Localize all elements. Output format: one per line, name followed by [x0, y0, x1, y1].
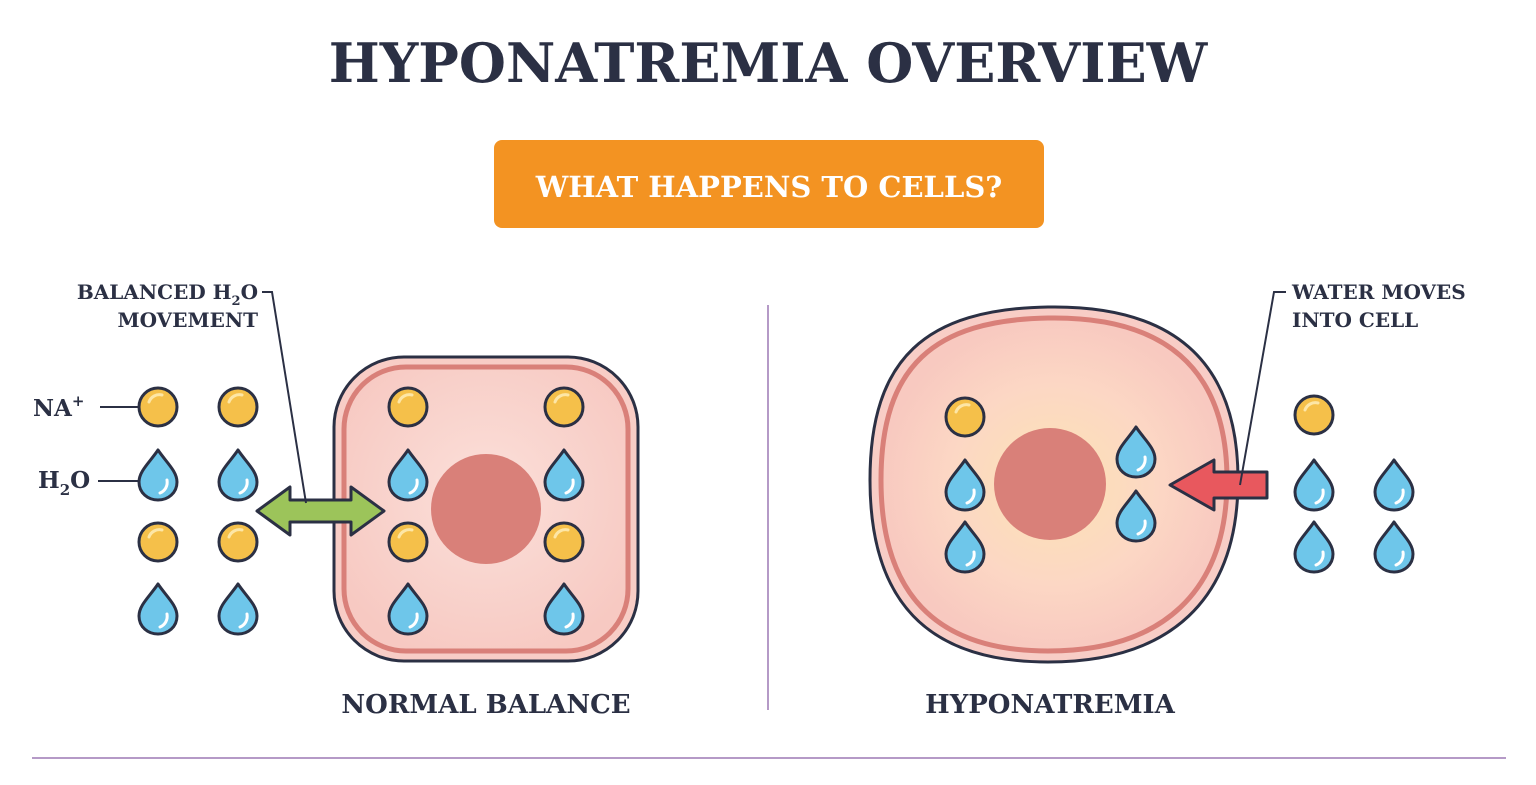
sodium-ion: [543, 521, 585, 563]
water-droplet: [137, 582, 179, 636]
callout-balanced-movement: BALANCED H2O MOVEMENT: [77, 280, 307, 504]
callout-balanced-leader: [262, 291, 307, 504]
water-droplet: [137, 448, 179, 502]
water-droplet: [1293, 458, 1335, 512]
sodium-ion: [944, 396, 986, 438]
sodium-ion: [1293, 394, 1335, 436]
normal-cell-nucleus: [431, 454, 541, 564]
outside-particles-right: [1293, 394, 1415, 574]
normal-cell: [332, 355, 640, 663]
question-banner: WHAT HAPPENS TO CELLS?: [494, 140, 1044, 228]
water-droplet: [1293, 520, 1335, 574]
water-droplet: [217, 448, 259, 502]
sodium-ion: [387, 521, 429, 563]
sodium-ion: [217, 521, 259, 563]
swollen-cell: [868, 305, 1240, 664]
sodium-ion: [217, 386, 259, 428]
callout-water-line2: INTO CELL: [1292, 308, 1418, 332]
sodium-ion: [137, 521, 179, 563]
callout-water-line1: WATER MOVES: [1291, 280, 1466, 304]
caption-normal-balance: NORMAL BALANCE: [341, 690, 630, 720]
sodium-ion: [543, 386, 585, 428]
water-droplet: [1373, 520, 1415, 574]
callout-water-leader: [1239, 291, 1286, 486]
legend: NA+ H2O: [33, 392, 140, 499]
water-droplet: [217, 582, 259, 636]
banner-background: [494, 140, 1044, 228]
callout-balanced-line2: MOVEMENT: [117, 308, 258, 332]
legend-water-label: H2O: [38, 467, 90, 499]
callout-balanced-line1: BALANCED H2O: [77, 280, 258, 309]
swollen-cell-nucleus: [994, 428, 1106, 540]
sodium-ion: [137, 386, 179, 428]
water-droplet: [1373, 458, 1415, 512]
sodium-ion: [387, 386, 429, 428]
balanced-double-arrow: [255, 485, 386, 537]
outside-particles-left: [137, 386, 259, 636]
caption-hyponatremia: HYPONATREMIA: [925, 690, 1176, 720]
page-title: HYPONATREMIA OVERVIEW: [329, 31, 1209, 95]
callout-water-moves: WATER MOVES INTO CELL: [1239, 280, 1466, 486]
banner-text: WHAT HAPPENS TO CELLS?: [535, 170, 1003, 204]
legend-sodium-label: NA+: [33, 392, 84, 422]
